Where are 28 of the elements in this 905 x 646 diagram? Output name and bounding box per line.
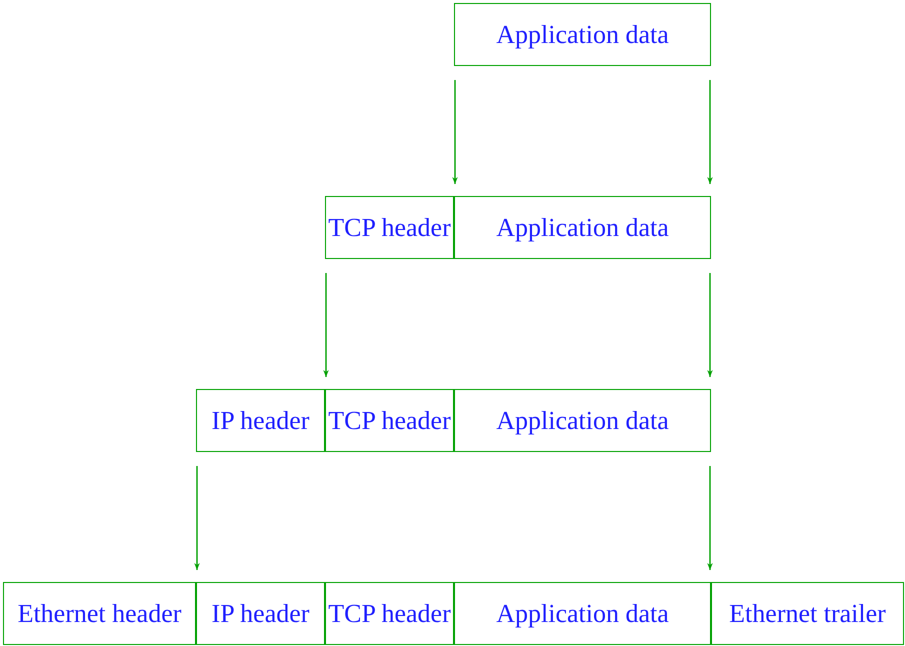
field-label: Application data [496,406,669,436]
header-field-box [3,582,196,645]
arrow [707,80,713,184]
arrow [452,80,458,184]
header-field-box [196,389,325,452]
header-field-box [454,389,711,452]
header-field-box [454,196,711,259]
arrow [194,466,200,570]
header-field-box [325,582,454,645]
field-label: TCP header [328,406,451,436]
header-field-box [454,582,711,645]
header-field-box [325,389,454,452]
field-label: Ethernet header [18,598,182,628]
arrow [323,273,329,377]
header-field-box [711,582,904,645]
field-label: TCP header [328,212,451,242]
field-label: Application data [496,212,669,242]
field-label: IP header [212,598,310,628]
arrow [707,466,713,570]
field-label: TCP header [328,598,451,628]
header-field-box [325,196,454,259]
field-label: Application data [496,20,669,50]
field-label: Ethernet trailer [729,598,886,628]
field-label: IP header [212,406,310,436]
arrow [707,273,713,377]
header-field-box [454,3,711,66]
field-label: Application data [496,598,669,628]
header-field-box [196,582,325,645]
